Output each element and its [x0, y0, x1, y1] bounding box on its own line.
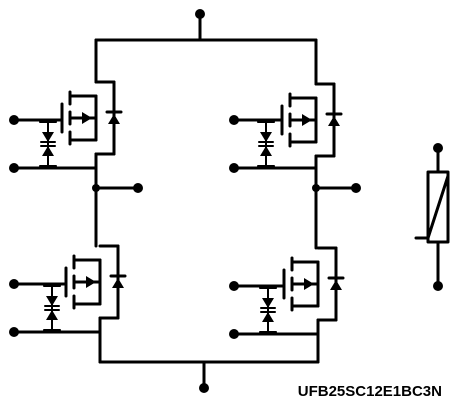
zener-top-right — [257, 121, 275, 167]
mosfet-bottom-right — [282, 246, 345, 322]
right-output-terminal[interactable] — [351, 183, 361, 193]
zener-top-left — [39, 121, 57, 167]
gate-terminal-top-left[interactable] — [9, 115, 19, 125]
left-output-terminal[interactable] — [133, 183, 143, 193]
right-junction — [312, 184, 320, 192]
thermistor — [414, 143, 450, 291]
bottom-terminal[interactable] — [199, 383, 209, 393]
mosfet-top-right — [280, 82, 343, 158]
top-terminal[interactable] — [195, 9, 205, 19]
gate-terminal-bottom-left[interactable] — [9, 279, 19, 289]
zener-bottom-left — [43, 285, 61, 331]
part-number-label: UFB25SC12E1BC3N — [298, 383, 442, 400]
source-terminal-bottom-left[interactable] — [9, 327, 19, 337]
source-terminal-bottom-right[interactable] — [229, 329, 239, 339]
gate-terminal-bottom-right[interactable] — [229, 281, 239, 291]
left-junction — [92, 184, 100, 192]
source-terminal-top-right[interactable] — [229, 163, 239, 173]
mosfet-bottom-left — [64, 244, 127, 320]
mosfet-top-left — [60, 80, 123, 156]
gate-terminal-top-right[interactable] — [229, 115, 239, 125]
source-terminal-top-left[interactable] — [9, 163, 19, 173]
zener-bottom-right — [259, 287, 277, 333]
thermistor-slash — [414, 174, 450, 240]
thermistor-bottom-terminal[interactable] — [433, 281, 443, 291]
